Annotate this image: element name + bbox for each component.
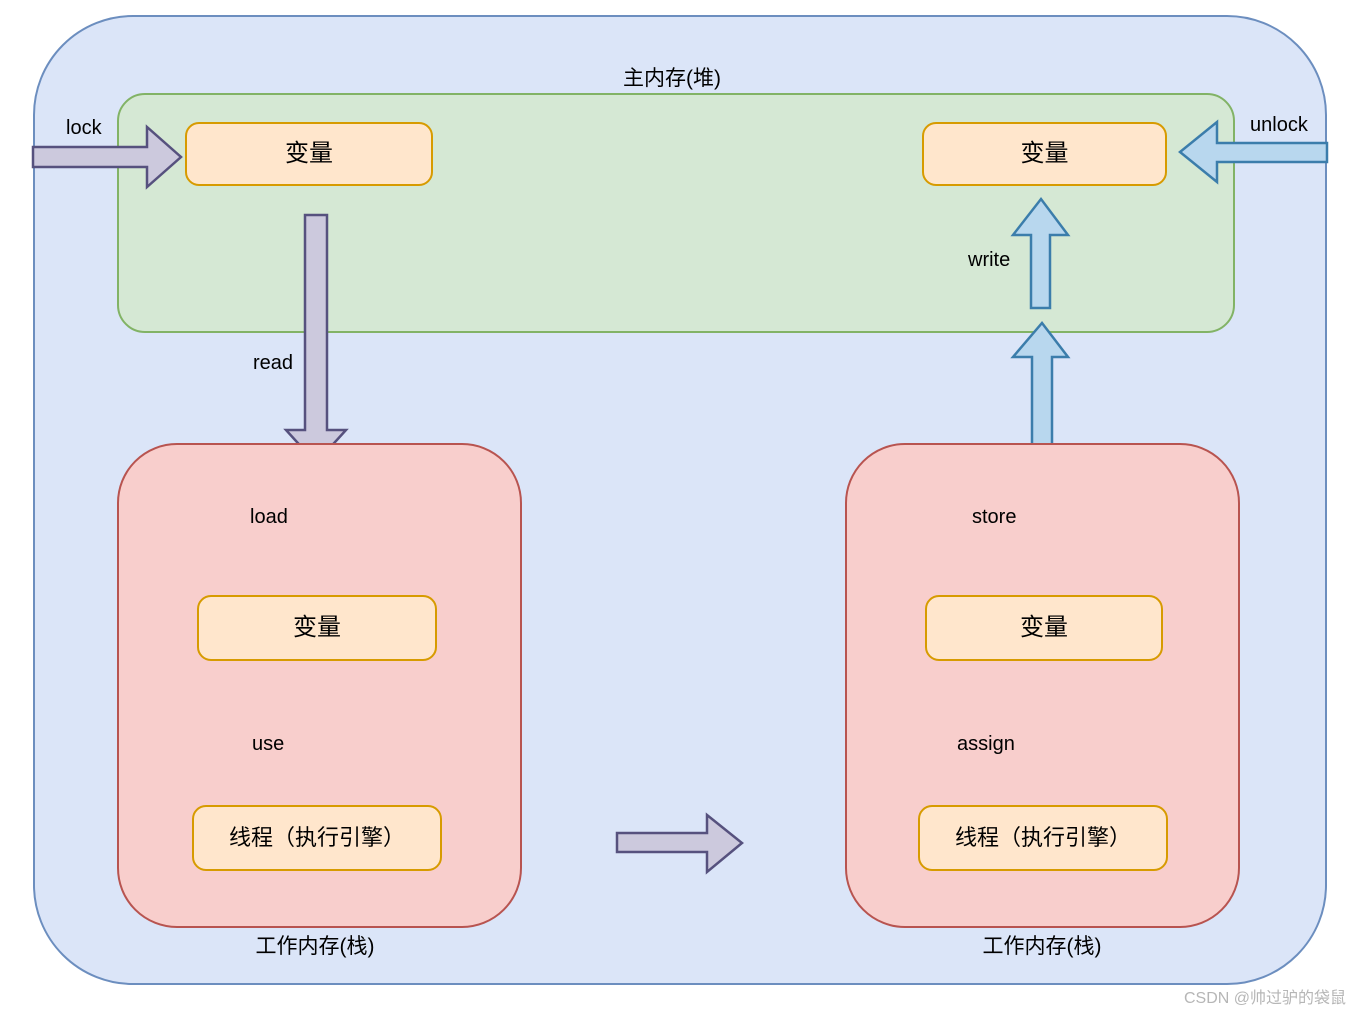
working-memory-right-variable: 变量 <box>925 595 1163 661</box>
main-memory-variable-left: 变量 <box>185 122 433 186</box>
write-label: write <box>968 249 1011 271</box>
read-label: read <box>253 352 294 374</box>
load-label: load <box>250 506 288 528</box>
working-memory-right-caption: 工作内存(栈) <box>982 935 1102 958</box>
working-memory-left-thread: 线程（执行引擎） <box>192 805 442 871</box>
store-label: store <box>972 506 1017 528</box>
working-memory-right-thread: 线程（执行引擎） <box>918 805 1168 871</box>
unlock-label: unlock <box>1250 114 1308 136</box>
use-label: use <box>252 733 285 755</box>
main-memory-variable-right: 变量 <box>922 122 1167 186</box>
assign-label: assign <box>957 733 1015 755</box>
working-memory-left-variable: 变量 <box>197 595 437 661</box>
working-memory-left-caption: 工作内存(栈) <box>255 935 375 958</box>
watermark: CSDN @帅过驴的袋鼠 <box>1183 990 1346 1007</box>
main-memory-title: 主内存(堆) <box>623 67 721 90</box>
lock-label: lock <box>66 117 102 139</box>
